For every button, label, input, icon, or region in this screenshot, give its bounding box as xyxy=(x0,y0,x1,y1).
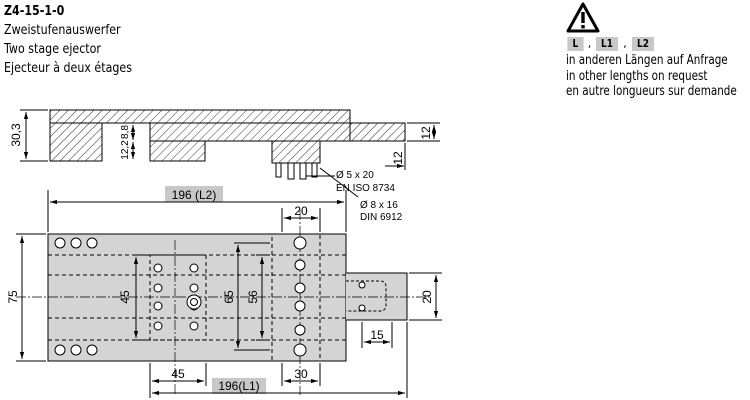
tag-separator: , xyxy=(587,37,592,50)
note-english: in other lengths on request xyxy=(566,68,708,84)
note-german: in anderen Längen auf Anfrage xyxy=(566,53,728,68)
side-view xyxy=(20,109,440,198)
title-german: Zweistufenauswerfer xyxy=(4,22,121,38)
pin-label-2: Ø 8 x 16 xyxy=(360,200,398,211)
dim-45-vertical: 45 xyxy=(118,290,132,304)
tag-l: L xyxy=(567,37,584,51)
slide-tongue xyxy=(346,272,408,321)
dim-65: 65 xyxy=(222,290,236,304)
inner-pocket xyxy=(149,254,207,341)
warning-triangle-icon xyxy=(566,2,600,33)
pin-label-1: Ø 5 x 20 xyxy=(336,170,374,181)
tag-l2: L2 xyxy=(631,37,654,51)
header-block: Z4-15-1-0 Zweistufenauswerfer Two stage … xyxy=(4,2,160,78)
article-code: Z4-15-1-0 xyxy=(4,3,65,19)
note-french: en autre longueurs sur demande xyxy=(566,84,737,99)
pin-standard-2: DIN 6912 xyxy=(360,212,403,223)
title-english: Two stage ejector xyxy=(4,41,101,57)
left-block-section xyxy=(49,122,103,162)
dim-30-3: 30,3 xyxy=(9,123,23,147)
dim-8-8: 8,8 xyxy=(120,125,131,139)
dim-20-top: 20 xyxy=(294,204,308,218)
pin-center-2 xyxy=(299,162,307,180)
dim-12-2: 12,2 xyxy=(120,140,131,160)
length-tags: L, L1, L2 xyxy=(566,37,656,51)
top-plate-section xyxy=(49,109,351,124)
dim-20-right: 20 xyxy=(420,290,434,304)
dim-196-l2: 196 (L2) xyxy=(172,188,217,202)
dim-12-step: 12 xyxy=(391,151,405,165)
pin-housing-section xyxy=(271,140,321,164)
dim-15: 15 xyxy=(370,328,384,342)
l1-highlight xyxy=(212,378,266,394)
pin-standard-1: EN ISO 8734 xyxy=(336,183,395,194)
side-view-labels: 30,3 12,2 8,8 12 12 Ø 5 x 20 EN ISO 8734… xyxy=(9,123,433,223)
pin-center xyxy=(287,162,295,180)
tag-separator: , xyxy=(623,37,627,50)
right-end-section xyxy=(349,122,406,142)
dim-30: 30 xyxy=(294,367,308,381)
dim-75: 75 xyxy=(6,290,20,304)
pin-left xyxy=(275,162,282,178)
dim-56: 56 xyxy=(246,290,260,304)
pin-right xyxy=(311,162,318,178)
l2-highlight xyxy=(165,186,223,202)
dim-12-right: 12 xyxy=(419,126,433,140)
dim-45-bottom: 45 xyxy=(171,367,185,381)
hole-group xyxy=(54,236,366,357)
top-view-labels: 196 (L2) 20 75 45 65 56 20 15 45 30 196(… xyxy=(6,188,434,393)
dim-196-l1: 196(L1) xyxy=(218,379,259,393)
tag-l1: L1 xyxy=(596,37,619,51)
top-view xyxy=(16,186,442,398)
pin-slot xyxy=(271,233,321,362)
title-french: Ejecteur à deux étages xyxy=(4,60,132,76)
